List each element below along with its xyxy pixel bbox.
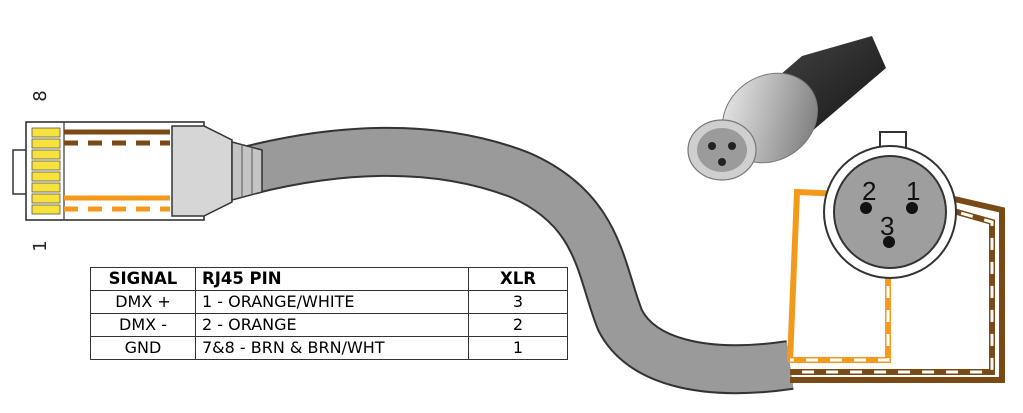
header-xlr: XLR bbox=[468, 267, 568, 291]
table-row: DMX + 1 - ORANGE/WHITE 3 bbox=[90, 290, 568, 314]
header-signal: SIGNAL bbox=[90, 267, 196, 291]
table-row: DMX - 2 - ORANGE 2 bbox=[90, 313, 568, 337]
cell-signal: DMX + bbox=[90, 290, 196, 314]
cell-signal: GND bbox=[90, 336, 196, 360]
xlr-pin3-label: 3 bbox=[880, 211, 894, 241]
cell-rj45-pin: 7&8 - BRN & BRN/WHT bbox=[195, 336, 469, 360]
rj45-wires bbox=[64, 129, 170, 212]
rj45-pin1-label: 1 bbox=[30, 240, 51, 251]
cell-xlr: 3 bbox=[468, 290, 568, 314]
cell-xlr: 2 bbox=[468, 313, 568, 337]
table-header-row: SIGNAL RJ45 PIN XLR bbox=[90, 267, 568, 291]
cell-rj45-pin: 1 - ORANGE/WHITE bbox=[195, 290, 469, 314]
xlr-pin2-label: 2 bbox=[862, 176, 876, 206]
rj45-pin8-label: 8 bbox=[30, 90, 51, 101]
table-row: GND 7&8 - BRN & BRN/WHT 1 bbox=[90, 336, 568, 360]
cell-signal: DMX - bbox=[90, 313, 196, 337]
header-rj45-pin: RJ45 PIN bbox=[195, 267, 469, 291]
cell-rj45-pin: 2 - ORANGE bbox=[195, 313, 469, 337]
cat-cable bbox=[243, 126, 794, 395]
cell-xlr: 1 bbox=[468, 336, 568, 360]
xlr-connector-photo bbox=[687, 36, 886, 181]
rj45-connector: 8 1 bbox=[12, 90, 263, 252]
pinout-table: SIGNAL RJ45 PIN XLR DMX + 1 - ORANGE/WHI… bbox=[90, 267, 568, 360]
rj45-pins bbox=[31, 127, 61, 215]
xlr-pin1-label: 1 bbox=[906, 176, 920, 206]
xlr-pinout-face: 2 1 3 bbox=[823, 131, 957, 279]
